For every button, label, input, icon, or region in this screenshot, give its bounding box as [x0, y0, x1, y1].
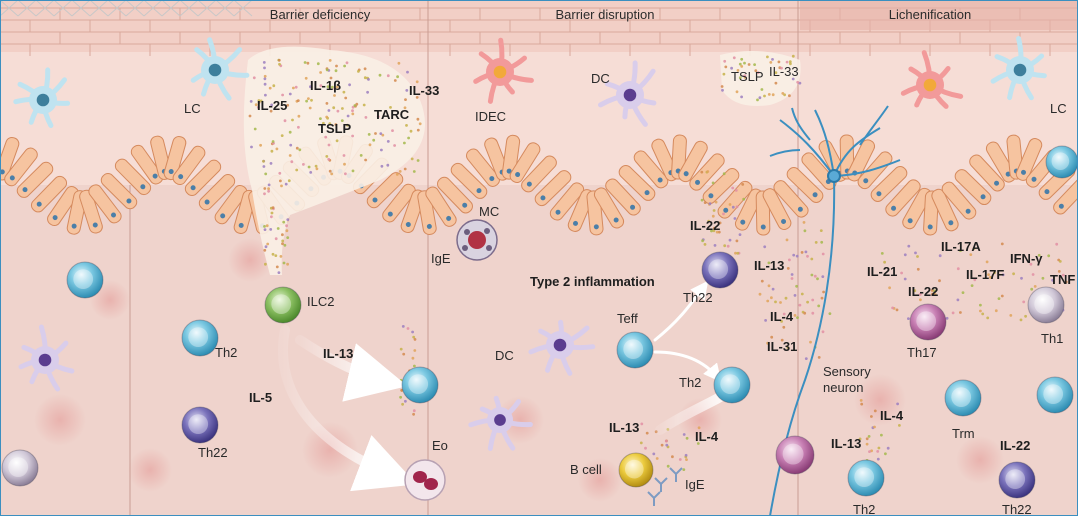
cytokine-tnf: TNF [1050, 272, 1075, 287]
grey-cell-left [1, 449, 39, 487]
label-teff: Teff [617, 311, 638, 326]
cytokine-tarc: TARC [374, 107, 410, 122]
cytokine-il22-mid: IL-22 [690, 218, 720, 233]
cell-labels: LC LC IDEC DC MC IgE ILC2 Th2 Th22 Eo Th… [184, 71, 1067, 516]
cytokine-il13-mid: IL-13 [754, 258, 784, 273]
round-cells [1, 145, 1078, 499]
label-sensory: Sensory [823, 364, 871, 379]
dendritic-cells [13, 36, 1047, 451]
header-barrier-disruption: Barrier disruption [556, 7, 655, 22]
th2-cell-mid [713, 366, 751, 404]
header-lichenification: Lichenification [889, 7, 971, 22]
label-th22-left: Th22 [198, 445, 228, 460]
sensory-neuron [769, 105, 901, 516]
inflammatory-cell-right [900, 50, 964, 109]
cytokine-il17f: IL-17F [966, 267, 1004, 282]
cytokine-labels: IL-1β IL-25 TSLP TARC IL-33 TSLP IL-33 I… [249, 64, 1075, 453]
langerhans-cell-right [990, 36, 1047, 101]
th22-cell-left [181, 406, 219, 444]
label-mc: MC [479, 204, 499, 219]
langerhans-cell-center [190, 37, 250, 101]
cytokine-il4-mid: IL-4 [770, 309, 794, 324]
dendritic-cell-eo [468, 395, 533, 451]
th22-cell-mid [701, 251, 739, 289]
header-barrier-deficiency: Barrier deficiency [270, 7, 371, 22]
cytokine-il4-right: IL-4 [880, 408, 904, 423]
cytokine-il22-right: IL-22 [908, 284, 938, 299]
cytokine-il13-right: IL-13 [831, 436, 861, 451]
label-ilc2: ILC2 [307, 294, 334, 309]
dendritic-cell-left [18, 324, 75, 392]
t-cell-left [66, 261, 104, 299]
th22-cell-right [998, 461, 1036, 499]
cytokine-il21: IL-21 [867, 264, 897, 279]
th2-cell-left [181, 319, 219, 357]
label-ige-mc: IgE [431, 251, 451, 266]
trm-cell [944, 379, 982, 417]
cytokine-tslp-left: TSLP [318, 121, 352, 136]
label-th2-left: Th2 [215, 345, 237, 360]
dermis-texture [34, 238, 1004, 502]
cytokine-il5: IL-5 [249, 390, 272, 405]
epidermal-t-cell [1045, 145, 1078, 179]
cytokine-cloud-left [243, 46, 425, 276]
cytokine-il22-bottom: IL-22 [1000, 438, 1030, 453]
dendritic-cell-mid [528, 319, 596, 376]
cytokine-il4-low: IL-4 [695, 429, 719, 444]
label-th22-right: Th22 [1002, 502, 1032, 516]
label-lc-left: LC [184, 101, 201, 116]
pink-cell [775, 435, 815, 475]
th2-cell-right [847, 459, 885, 497]
dendritic-cell-top [598, 60, 657, 127]
teff-cell [616, 331, 654, 369]
label-dc-mid: DC [495, 348, 514, 363]
process-type2-inflammation: Type 2 inflammation [530, 274, 655, 289]
cytokine-il31: IL-31 [767, 339, 797, 354]
langerhans-cell-left [13, 67, 71, 128]
th17-cell [909, 303, 947, 341]
damaged-barrier-net [0, 0, 253, 17]
cytokine-tslp-right: TSLP [731, 69, 764, 84]
label-ige-b: IgE [685, 477, 705, 492]
mast-cell [456, 219, 498, 261]
idec-cell [473, 37, 534, 104]
label-eo: Eo [432, 438, 448, 453]
ige-antibodies [647, 467, 683, 506]
label-th2-right: Th2 [853, 502, 875, 516]
label-th17: Th17 [907, 345, 937, 360]
effector-cell-eo [401, 366, 439, 404]
cytokine-il33-left: IL-33 [409, 83, 439, 98]
label-th2-mid: Th2 [679, 375, 701, 390]
label-lc-right: LC [1050, 101, 1067, 116]
lichenified-layer [800, 0, 1078, 30]
eosinophil [404, 459, 446, 501]
cytokine-dots [248, 54, 1068, 471]
thin-arrows [653, 280, 722, 383]
cytokine-ifng: IFN-γ [1010, 251, 1043, 266]
label-trm: Trm [952, 426, 975, 441]
cytokine-il17a: IL-17A [941, 239, 981, 254]
b-cell [618, 452, 654, 488]
cytokine-il13-left: IL-13 [323, 346, 353, 361]
cytokine-il13-low: IL-13 [609, 420, 639, 435]
label-th1: Th1 [1041, 331, 1063, 346]
label-neuron: neuron [823, 380, 863, 395]
label-b-cell: B cell [570, 462, 602, 477]
t-cell-right [1036, 376, 1074, 414]
cytokine-il33-right: IL-33 [769, 64, 799, 79]
cytokine-il25: IL-25 [257, 98, 287, 113]
th1-cell [1027, 286, 1065, 324]
label-dc-top: DC [591, 71, 610, 86]
label-th22-mid: Th22 [683, 290, 713, 305]
cytokine-il1b: IL-1β [310, 78, 341, 93]
ilc2-cell [264, 286, 302, 324]
label-idec: IDEC [475, 109, 506, 124]
